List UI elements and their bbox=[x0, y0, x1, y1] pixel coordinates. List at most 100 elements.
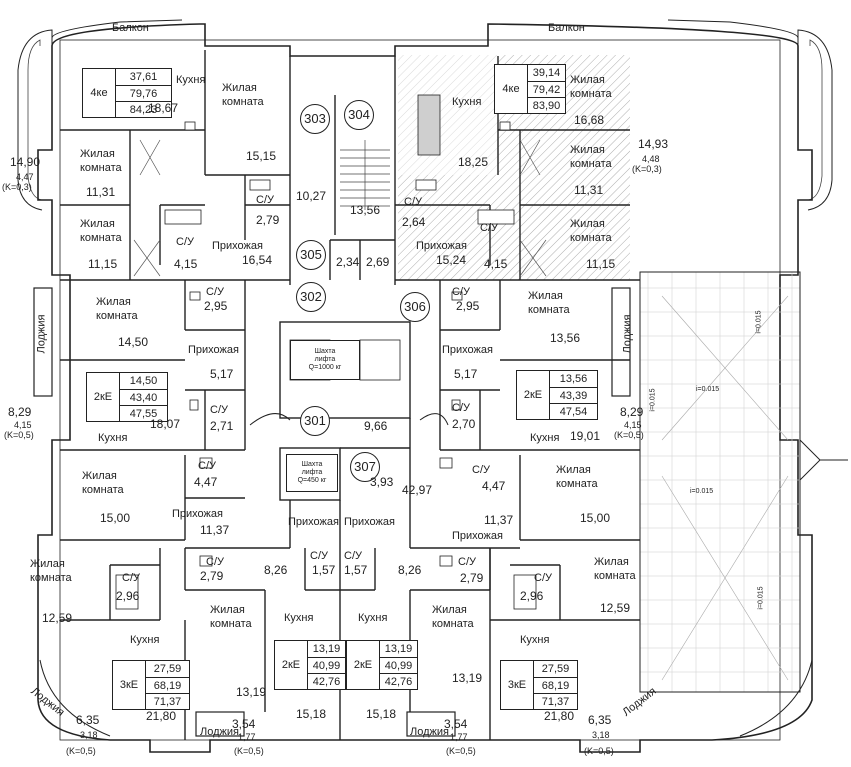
living-label-tl2-l1: Жилая bbox=[80, 148, 115, 160]
living-label-lr1-l1: Жилая bbox=[556, 464, 591, 476]
bath-label-tr2: С/У bbox=[480, 222, 498, 234]
bath-label-tl2: С/У bbox=[256, 194, 274, 206]
living-label-ll1-l1: Жилая bbox=[82, 470, 117, 482]
loggia-label-b1: Лоджия bbox=[200, 726, 239, 738]
area-a49: 13,19 bbox=[452, 671, 483, 685]
loggia-bottom-1 bbox=[195, 711, 245, 737]
bath-label-ll4: С/У bbox=[310, 550, 328, 562]
apartment-box-4ke-right: 4ке 39,14 79,42 83,90 bbox=[494, 64, 566, 114]
slope-label-1: i=0.015 bbox=[755, 310, 763, 334]
hall-label-tr: Прихожая bbox=[416, 240, 467, 252]
hall-label-tl: Прихожая bbox=[212, 240, 263, 252]
room-number-301: 301 bbox=[300, 406, 330, 436]
living-label-tl3-l1: Жилая bbox=[80, 218, 115, 230]
area-a55: 3,54 bbox=[444, 717, 468, 731]
kitchen-label-ll: Кухня bbox=[130, 634, 160, 646]
living-label-ml-l1: Жилая bbox=[96, 296, 131, 308]
hall-label-core-l: Прихожая bbox=[288, 516, 339, 528]
apartment-box-4ke-left: 4ке 37,61 79,76 84,23 bbox=[82, 68, 172, 118]
loggia-b1-sub: 1,77 bbox=[238, 732, 256, 742]
area-a03: 10,27 bbox=[296, 189, 327, 203]
living-label-mr-l2: комната bbox=[528, 304, 570, 316]
loggia-ml-area: 8,29 bbox=[8, 405, 32, 419]
area-a47: 12,59 bbox=[600, 601, 631, 615]
area-a51: 15,18 bbox=[296, 707, 327, 721]
area-a08: 2,79 bbox=[256, 213, 280, 227]
living-label-lr3-l2: комната bbox=[432, 618, 474, 630]
loggia-right bbox=[611, 287, 631, 397]
area-a01: 18,67 bbox=[148, 101, 179, 115]
area-a48: 13,19 bbox=[236, 685, 267, 699]
loggia-b2-sub: 1,77 bbox=[450, 732, 468, 742]
hall-label-lr: Прихожая bbox=[452, 530, 503, 542]
area-a50: 21,80 bbox=[146, 709, 177, 723]
area-a28: 2,70 bbox=[452, 417, 476, 431]
balcony-right-outline bbox=[797, 29, 833, 211]
room-number-307: 307 bbox=[350, 452, 380, 482]
loggia-label-ml: Лоджия bbox=[35, 314, 48, 354]
bath-label-ml2: С/У bbox=[210, 404, 228, 416]
area-a17: 4,15 bbox=[484, 257, 508, 271]
living-label-tr3-l1: Жилая bbox=[570, 218, 605, 230]
room-number-302: 302 bbox=[296, 282, 326, 312]
area-a23: 5,17 bbox=[210, 367, 234, 381]
living-label-tr2-l1: Жилая bbox=[570, 144, 605, 156]
loggia-b1-k: (K=0,5) bbox=[234, 746, 264, 756]
apartment-box-2ke-middle-left: 2кЕ 14,50 43,40 47,55 bbox=[86, 372, 168, 422]
bath-label-mr1: С/У bbox=[452, 286, 470, 298]
bath-label-lr1: С/У bbox=[472, 464, 490, 476]
bath-label-ll3: С/У bbox=[206, 556, 224, 568]
hall-label-core-r: Прихожая bbox=[344, 516, 395, 528]
slope-label-5: i=0.015 bbox=[649, 388, 657, 412]
balcony-left-area: 14,90 bbox=[10, 155, 41, 169]
living-label-ll1-l2: комната bbox=[82, 484, 124, 496]
slope-label-3: i=0.015 bbox=[690, 488, 714, 495]
loggia-mr-k: (K=0,5) bbox=[614, 430, 644, 440]
bath-label-lr3: С/У bbox=[458, 556, 476, 568]
area-a05: 18,25 bbox=[458, 155, 489, 169]
living-label-ll2-l1: Жилая bbox=[30, 558, 65, 570]
apartment-box-2ke-bottom-left: 2кЕ 13,19 40,99 42,76 bbox=[274, 640, 346, 690]
kitchen-label-ml: Кухня bbox=[98, 432, 128, 444]
loggia-b2-k: (K=0,5) bbox=[446, 746, 476, 756]
loggia-ml-k: (K=0,5) bbox=[4, 430, 34, 440]
bath-label-ll1: С/У bbox=[198, 460, 216, 472]
living-label-tr1-l2: комната bbox=[570, 88, 612, 100]
area-a12: 4,15 bbox=[174, 257, 198, 271]
balcony-right-k: (K=0,3) bbox=[632, 164, 662, 174]
area-a31: 3,93 bbox=[370, 475, 394, 489]
kitchen-label-lr2: Кухня bbox=[358, 612, 388, 624]
area-a06: 16,68 bbox=[574, 113, 605, 127]
area-a27: 9,66 bbox=[364, 419, 388, 433]
loggia-br-sub: 3,18 bbox=[592, 730, 610, 740]
bath-label-lr2: С/У bbox=[534, 572, 552, 584]
kitchen-label-ll2: Кухня bbox=[284, 612, 314, 624]
area-a35: 11,37 bbox=[200, 523, 230, 537]
area-a53: 21,80 bbox=[544, 709, 575, 723]
apartment-box-3ke-right: 3кЕ 27,59 68,19 71,37 bbox=[500, 660, 578, 710]
loggia-bl-area: 6,35 bbox=[76, 713, 100, 727]
slope-label-2: i=0.015 bbox=[696, 386, 720, 393]
bath-label-tr1: С/У bbox=[404, 196, 422, 208]
area-a22: 13,56 bbox=[550, 331, 581, 345]
living-label-tl1-l1: Жилая bbox=[222, 82, 257, 94]
balcony-left-outline bbox=[17, 29, 53, 211]
area-a09: 2,64 bbox=[402, 215, 426, 229]
area-a18: 11,15 bbox=[586, 257, 616, 271]
area-a41: 1,57 bbox=[344, 563, 368, 577]
loggia-label-mr: Лоджия bbox=[621, 314, 634, 354]
apartment-box-3ke-left: 3кЕ 27,59 68,19 71,37 bbox=[112, 660, 190, 710]
living-label-lr2-l1: Жилая bbox=[594, 556, 629, 568]
loggia-bl-sub: 3,18 bbox=[80, 730, 98, 740]
area-a19: 2,95 bbox=[204, 299, 228, 313]
kitchen-label-tl: Кухня bbox=[176, 74, 206, 86]
area-a52: 15,18 bbox=[366, 707, 397, 721]
loggia-bl-k: (K=0,5) bbox=[66, 746, 96, 756]
balcony-left-sub: 4,47 bbox=[16, 172, 34, 182]
kitchen-label-lr: Кухня bbox=[520, 634, 550, 646]
loggia-label-b2: Лоджия bbox=[410, 726, 449, 738]
living-label-lr3-l1: Жилая bbox=[432, 604, 467, 616]
area-a37: 15,00 bbox=[580, 511, 611, 525]
